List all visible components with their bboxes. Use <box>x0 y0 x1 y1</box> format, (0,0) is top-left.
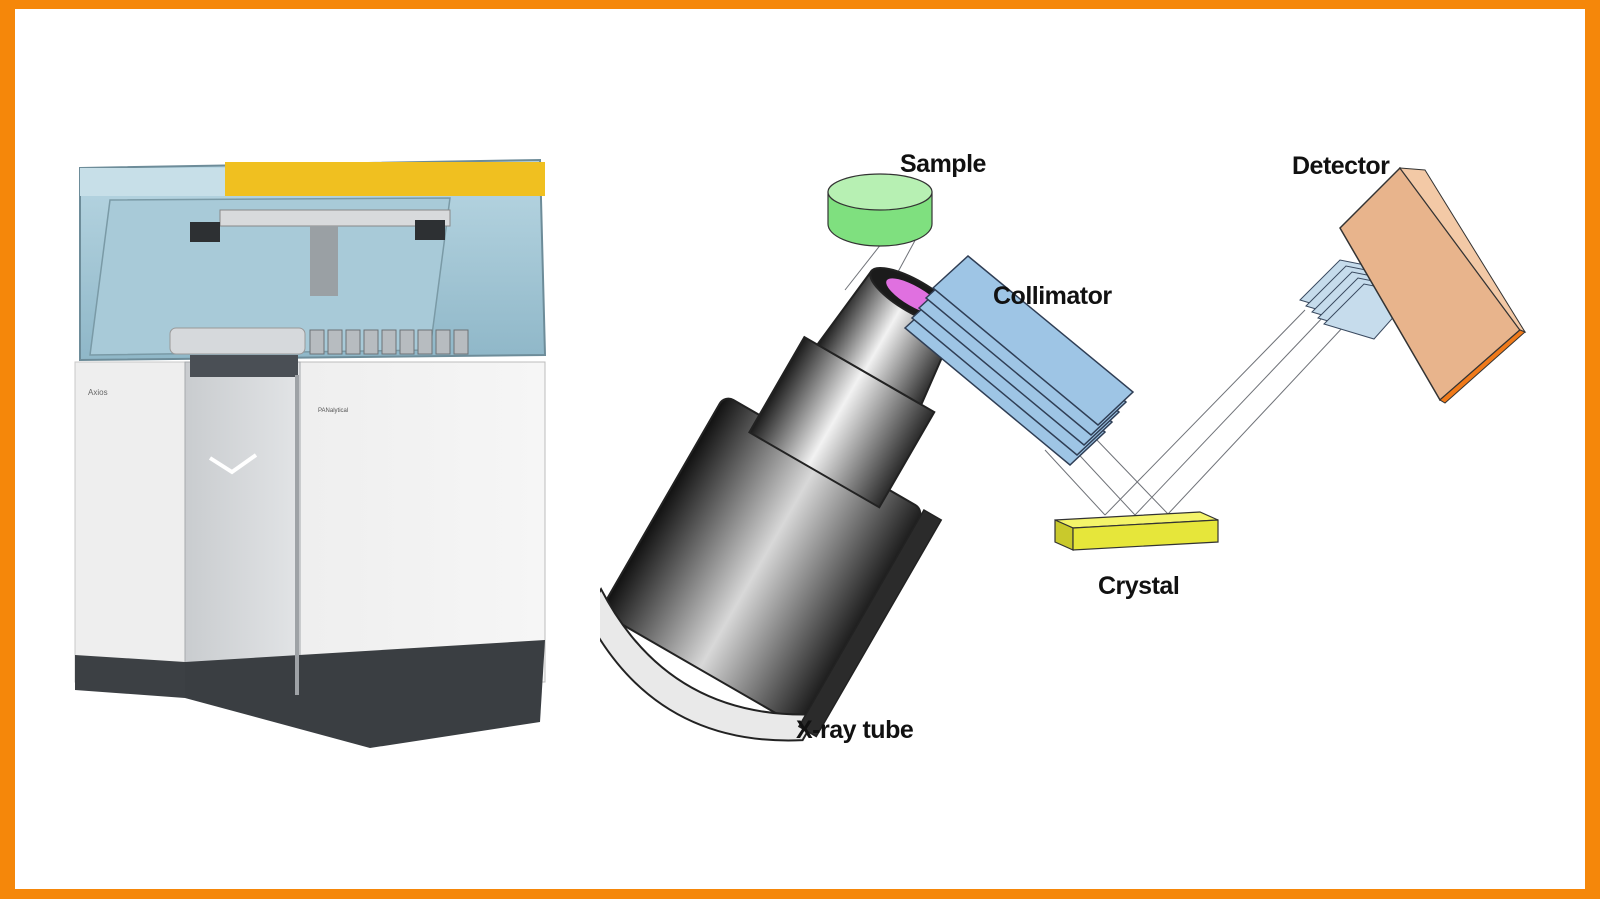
machine-brand: Axios <box>88 388 108 397</box>
collimator-plates <box>903 255 1135 467</box>
sample-disc <box>827 173 933 247</box>
label-sample: Sample <box>900 150 987 178</box>
xrf-spectrometer-image: Axios PANalytical <box>74 158 547 748</box>
machine-maker: PANalytical <box>318 408 348 414</box>
label-xray-tube: X-ray tube <box>796 716 914 744</box>
yellow-stripe <box>225 162 545 196</box>
detector-box <box>1339 166 1527 404</box>
xray-tube <box>600 267 960 742</box>
beam-paths <box>844 219 1346 516</box>
wdxrf-schematic: Sample Detector Collimator Crystal X-ray… <box>600 150 1527 744</box>
label-collimator: Collimator <box>993 282 1112 310</box>
label-detector: Detector <box>1292 152 1390 180</box>
crystal-block <box>1054 511 1219 551</box>
label-crystal: Crystal <box>1098 572 1179 600</box>
